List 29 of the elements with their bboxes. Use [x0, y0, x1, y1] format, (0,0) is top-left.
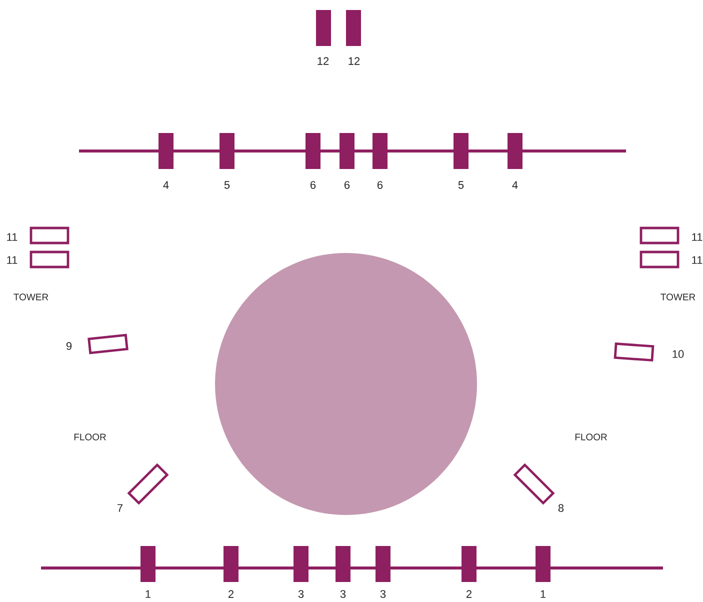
fixture-number: 2: [228, 590, 234, 598]
fixture-number: 6: [310, 181, 316, 189]
fixture-number: 5: [224, 181, 230, 189]
fixture-number: 1: [146, 590, 151, 598]
fixture-number: 9: [66, 342, 72, 350]
fixture-number: 11: [692, 256, 702, 264]
fixture-number: 6: [378, 181, 383, 189]
fixture-number: 11: [7, 233, 18, 241]
position-label: FLOOR: [74, 434, 106, 440]
fixture-number: 4: [512, 181, 518, 189]
fixture-number: 10: [672, 350, 684, 358]
fixture-number: 8: [558, 504, 564, 512]
fixture-number: 11: [7, 256, 18, 264]
fixture-number: 3: [298, 590, 304, 598]
fixture-number: 4: [163, 181, 169, 189]
fixture-number: 3: [340, 590, 346, 598]
fixture-number: 6: [344, 181, 350, 189]
position-label: FLOOR: [575, 434, 607, 440]
position-label: TOWER: [660, 294, 696, 300]
stage-circle: [215, 253, 477, 515]
fixture-number: 2: [466, 590, 472, 598]
fixture-number: 12: [348, 57, 360, 65]
position-label: TOWER: [14, 294, 48, 300]
fixture-number: 5: [458, 181, 464, 189]
fixture-number: 12: [318, 57, 329, 65]
fixture-number: 7: [118, 504, 122, 512]
fixture-number: 1: [540, 590, 546, 598]
fixture-number: 3: [380, 590, 386, 598]
fixture-number: 11: [692, 233, 702, 241]
